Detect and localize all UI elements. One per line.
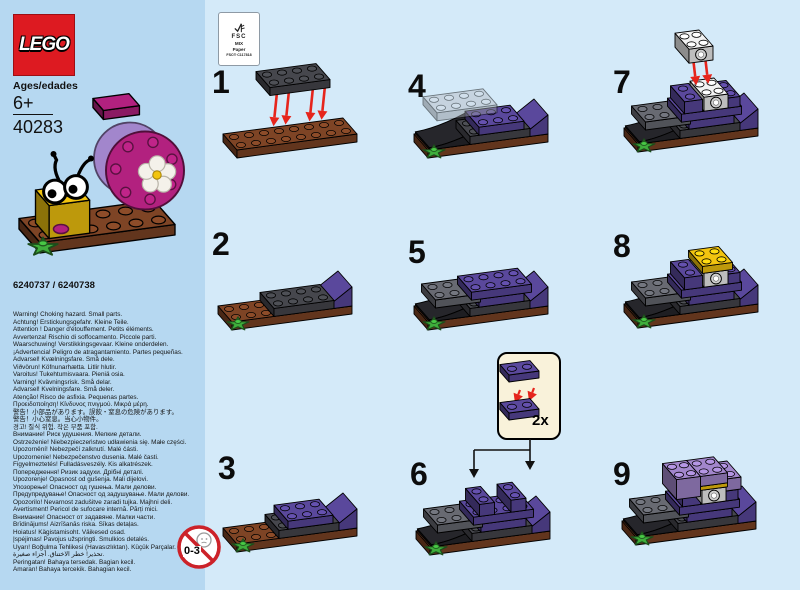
warning-line: Varoitus! Tukehtumisvaara. Pieniä osia. <box>13 371 125 378</box>
step-9-illustration <box>621 456 757 546</box>
step-8-number: 8 <box>613 228 631 264</box>
warning-line: Hoiatus! Kägistamisoht. Väikesed osad. <box>13 528 126 536</box>
step-3-illustration <box>222 492 358 553</box>
warning-list: Warning! Choking hazard. Small parts.Ach… <box>13 311 208 574</box>
step-1-illustration <box>222 63 358 159</box>
age-value: 6+ <box>13 93 34 113</box>
warning-line: Advarsel! Kvelningsfare. Små deler. <box>13 386 115 393</box>
warning-line: Varning! Kvävningsrisk. Små delar. <box>13 378 112 386</box>
warning-line: Avvertenza! Rischio di soffocamento. Pic… <box>13 333 157 341</box>
warning-line: Viðvörun! Köfnunarhætta. Litlir hlutir. <box>13 363 117 371</box>
step-8-illustration <box>623 245 759 329</box>
warning-line: Opozorilo! Nevarnost zadušitve zaradi tu… <box>13 498 173 506</box>
warning-line: 警告！小部品があります。誤飲・窒息の危険があります。 <box>13 408 178 416</box>
fsc-name: FSC <box>231 33 247 40</box>
age-warning-text: 0-3 <box>183 545 201 557</box>
step-5-number: 5 <box>408 234 426 270</box>
warning-line: Brīdinājums! Aizrīšanās riska. Sīkas det… <box>13 521 139 528</box>
warning-line: Avertisment! Pericol de sufocare internă… <box>13 506 158 513</box>
step-9-number: 9 <box>613 456 631 492</box>
warning-line: Upozornenie! Nebezpečenstvo dusenia. Mal… <box>13 453 159 461</box>
step-4-illustration <box>413 88 549 159</box>
warning-line: Ostrzeżenie! Niebezpieczeństwo udławieni… <box>13 438 187 446</box>
fsc-mix: MIX <box>234 40 244 46</box>
step-7-number: 7 <box>613 64 631 100</box>
warning-line: ¡Advertencia! Peligro de atragantamiento… <box>13 348 183 356</box>
item-numbers: 6240737 / 6240738 <box>13 280 95 291</box>
callout-quantity: 2x <box>532 412 549 429</box>
lego-logo-text: LEGO <box>19 34 70 55</box>
warning-line: Uyarı! Boğulma Tehlikesi (Havasızlıktan)… <box>13 543 176 551</box>
warning-line: تحذير! خطر الاختناق. أجزاء صغيرة. <box>13 551 105 558</box>
fsc-cert: FSC® C117818 <box>226 52 252 57</box>
warning-line: Attention ! Danger d'étouffement. Petits… <box>13 326 154 333</box>
step-3-number: 3 <box>218 450 236 486</box>
warning-line: Waarschuwing! Verstikkingsgevaar. Kleine… <box>13 341 169 348</box>
fsc-label: FSC MIX Paper FSC® C117818 <box>218 12 260 66</box>
step-6-illustration <box>415 352 561 556</box>
step-7-illustration <box>623 29 759 153</box>
fsc-tree-check-icon <box>233 22 245 32</box>
age-warning-icon: 0-3 <box>176 524 222 570</box>
warning-line: Peringatan! Bahaya tersedak. Bagian keci… <box>13 558 136 566</box>
warning-line: Внимание! Опасност от задавяне. Малки ча… <box>13 513 156 521</box>
ages-label: Ages/edades <box>13 80 78 92</box>
step-5-illustration <box>413 267 549 331</box>
step-1-number: 1 <box>212 64 230 100</box>
warning-line: Προειδοποίηση! Κίνδυνος πνιγμού. Μικρά μ… <box>13 401 149 408</box>
warning-line: Упозорење! Опасност од гушења. Мали дело… <box>13 483 157 491</box>
set-number: 40283 <box>13 117 64 137</box>
warning-line: Atenção! Risco de asfixia. Pequenas part… <box>13 393 139 401</box>
step-6-number: 6 <box>410 456 428 492</box>
warning-line: Внимание! Риск удушения. Мелкие детали. <box>13 431 142 438</box>
step-2-illustration <box>217 270 353 331</box>
fsc-material: Paper <box>232 46 246 52</box>
warning-line: Amaran! Bahaya tercekik. Bahagian kecil. <box>13 566 132 573</box>
warning-line: Figyelmeztetés! Fulladásveszély. Kis alk… <box>13 461 153 468</box>
warning-line: Advarsel! Kvælningsfare. Små dele. <box>13 356 115 363</box>
lego-logo: LEGO <box>13 14 75 76</box>
step-4-number: 4 <box>408 68 426 104</box>
warning-line: Achtung! Erstickungsgefahr. Kleine Teile… <box>13 318 129 326</box>
warning-line: 경고! 질식 위험. 작은 부품 포함. <box>13 423 98 431</box>
age-divider <box>13 114 53 115</box>
step-2-number: 2 <box>212 226 230 262</box>
warning-line: Įspėjimas! Pavojus užspringti. Smulkios … <box>13 536 150 543</box>
warning-line: Предупредување! Опасност од задушување. … <box>13 491 190 498</box>
warning-line: Warning! Choking hazard. Small parts. <box>13 311 123 318</box>
warning-line: Upozornění! Nebezpečí zalknutí. Malé čás… <box>13 446 139 453</box>
snail-model-image <box>18 93 185 256</box>
warning-line: Попередження! Ризик задухи. Дрібні детал… <box>13 468 144 476</box>
warning-line: Upozorenje! Opasnost od gušenja. Mali di… <box>13 476 148 483</box>
warning-line: 警告！小心窒息。当心小物件。 <box>13 416 103 423</box>
